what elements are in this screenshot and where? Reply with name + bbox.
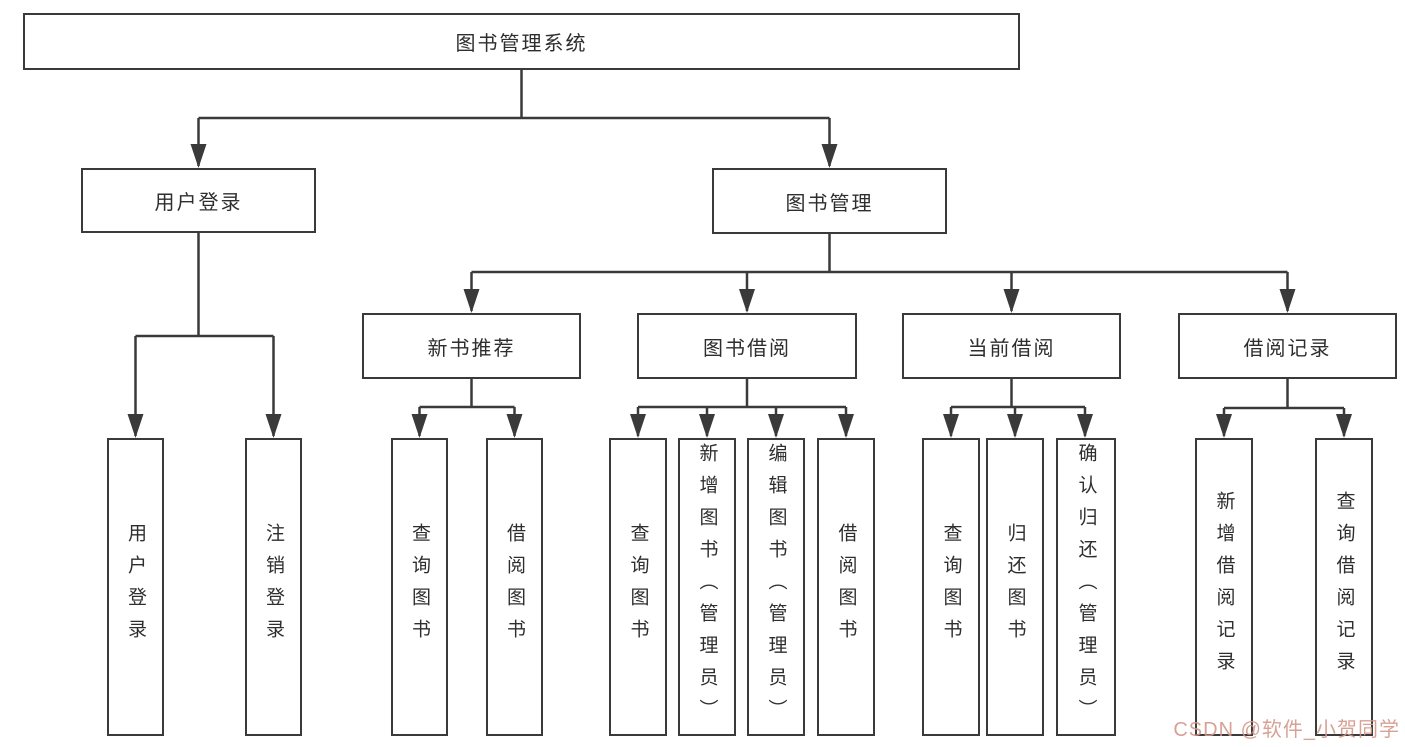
csdn-watermark: CSDN @软件_小贺同学 — [1173, 719, 1400, 741]
node-label: 注销登录 — [263, 523, 284, 651]
leaf-confirm-return-admin: 确认归还（管理员） — [1056, 438, 1116, 736]
leaf-user-login: 用户登录 — [107, 438, 164, 736]
leaf-borrow-books-recommend: 借阅图书 — [486, 438, 543, 736]
node-label: 归还图书 — [1004, 523, 1026, 651]
leaf-borrow-book: 借阅图书 — [817, 438, 875, 736]
leaf-query-books-current: 查询图书 — [922, 438, 980, 736]
arrowheads — [127, 144, 1352, 438]
node-label: 编辑图书（管理员） — [765, 443, 787, 731]
leaf-return-book: 归还图书 — [986, 438, 1044, 736]
node-label: 查询图书 — [627, 523, 649, 651]
node-label: 新书推荐 — [427, 337, 516, 360]
node-current-borrow: 当前借阅 — [902, 313, 1121, 379]
leaf-query-borrow-record: 查询借阅记录 — [1315, 438, 1373, 736]
connector-lines — [134, 70, 1346, 436]
leaf-query-books-borrow: 查询图书 — [609, 438, 667, 736]
node-label: 新增借阅记录 — [1213, 491, 1235, 683]
node-label: 查询图书 — [940, 523, 962, 651]
node-label: 用户登录 — [154, 192, 243, 214]
node-label: 借阅图书 — [835, 523, 857, 651]
node-label: 查询借阅记录 — [1333, 491, 1355, 683]
node-new-book-recommend: 新书推荐 — [362, 313, 581, 379]
node-label: 借阅记录 — [1243, 337, 1332, 360]
leaf-add-book-admin: 新增图书（管理员） — [678, 438, 736, 736]
node-label: 图书借阅 — [703, 337, 791, 360]
node-label: 借阅图书 — [504, 523, 525, 651]
node-borrow-records: 借阅记录 — [1178, 313, 1397, 379]
leaf-query-books-recommend: 查询图书 — [391, 438, 448, 736]
leaf-edit-book-admin: 编辑图书（管理员） — [747, 438, 805, 736]
leaf-logout: 注销登录 — [245, 438, 302, 736]
node-label: 图书管理 — [785, 192, 874, 215]
leaf-add-borrow-record: 新增借阅记录 — [1195, 438, 1253, 736]
node-label: 图书管理系统 — [455, 33, 588, 55]
node-user-login: 用户登录 — [81, 168, 316, 233]
node-label: 用户登录 — [125, 523, 146, 651]
node-label: 查询图书 — [409, 523, 430, 651]
node-book-borrow: 图书借阅 — [637, 313, 857, 379]
node-label: 当前借阅 — [967, 337, 1056, 360]
node-label: 确认归还（管理员） — [1075, 443, 1097, 731]
node-label: 新增图书（管理员） — [696, 443, 718, 731]
node-root-system: 图书管理系统 — [23, 13, 1020, 70]
node-book-management: 图书管理 — [712, 168, 947, 234]
